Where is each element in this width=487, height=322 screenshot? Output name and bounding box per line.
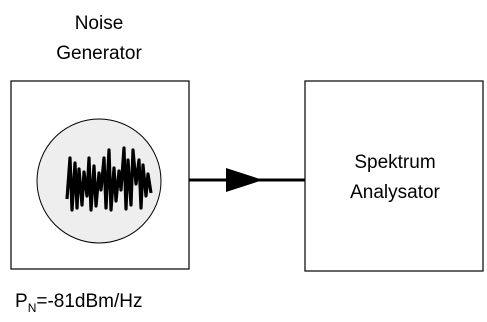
arrow-right-icon — [226, 168, 263, 192]
power-density-symbol: P — [15, 291, 28, 312]
noise-waveform-icon — [65, 146, 153, 212]
spectrum-analyzer-box — [304, 80, 484, 272]
noise-generator-title-line1: Noise — [75, 13, 124, 34]
power-density-subscript: N — [28, 301, 37, 315]
power-density-label: PN=-81dBm/Hz — [15, 291, 142, 315]
noise-generator-title-line2: Generator — [56, 43, 142, 64]
spectrum-analyzer-block: Spektrum Analysator — [304, 80, 484, 272]
noise-generator-box — [10, 80, 190, 270]
spectrum-analyzer-label-line1: Spektrum — [354, 152, 435, 173]
noise-generator-block — [10, 80, 190, 270]
power-density-value: =-81dBm/Hz — [36, 291, 142, 312]
signal-connection — [189, 168, 305, 192]
spectrum-analyzer-label-line2: Analysator — [350, 182, 440, 203]
